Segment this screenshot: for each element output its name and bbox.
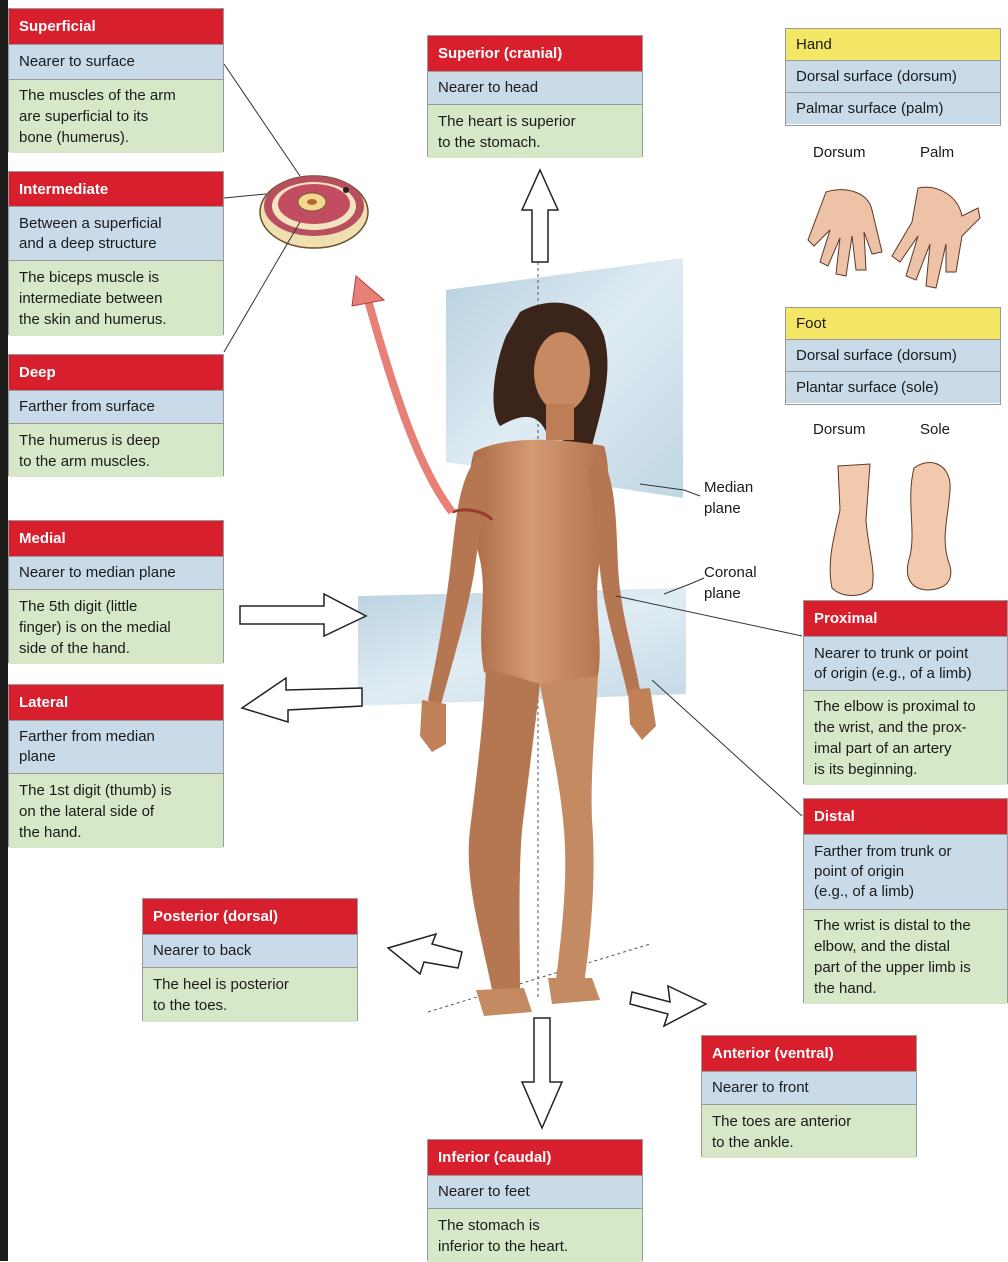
term-deep-title: Deep bbox=[9, 355, 223, 390]
term-posterior-title: Posterior (dorsal) bbox=[143, 899, 357, 934]
foot-sole-caption: Sole bbox=[920, 419, 950, 440]
term-inferior-definition: Nearer to feet bbox=[428, 1175, 642, 1208]
term-anterior-title: Anterior (ventral) bbox=[702, 1036, 916, 1071]
term-lateral-example: The 1st digit (thumb) is on the lateral … bbox=[9, 773, 223, 848]
hand-dorsum-figure bbox=[808, 190, 882, 276]
term-intermediate-definition: Between a superficial and a deep structu… bbox=[9, 206, 223, 260]
term-inferior-example: The stomach is inferior to the heart. bbox=[428, 1208, 642, 1262]
coronal-plane-label: Coronal plane bbox=[704, 562, 757, 604]
term-superficial-example: The muscles of the arm are superficial t… bbox=[9, 79, 223, 153]
term-deep: Deep Farther from surface The humerus is… bbox=[8, 354, 224, 476]
foot-dorsum-caption: Dorsum bbox=[813, 419, 866, 440]
term-medial: Medial Nearer to median plane The 5th di… bbox=[8, 520, 224, 663]
hand-palm-figure bbox=[892, 187, 980, 288]
term-medial-title: Medial bbox=[9, 521, 223, 556]
median-plane-label: Median plane bbox=[704, 477, 753, 519]
term-superior-example: The heart is superior to the stomach. bbox=[428, 104, 642, 158]
term-superficial-title: Superficial bbox=[9, 9, 223, 44]
term-medial-definition: Nearer to median plane bbox=[9, 556, 223, 589]
foot-dorsum-figure bbox=[830, 464, 873, 596]
hand-surfaces-table: Hand Dorsal surface (dorsum) Palmar surf… bbox=[785, 28, 1001, 126]
term-proximal-title: Proximal bbox=[804, 601, 1007, 636]
hand-title: Hand bbox=[786, 29, 1000, 60]
term-anterior: Anterior (ventral) Nearer to front The t… bbox=[701, 1035, 917, 1157]
term-superior-title: Superior (cranial) bbox=[428, 36, 642, 71]
foot-dorsal-row: Dorsal surface (dorsum) bbox=[786, 339, 1000, 371]
term-posterior: Posterior (dorsal) Nearer to back The he… bbox=[142, 898, 358, 1021]
term-anterior-example: The toes are anterior to the ankle. bbox=[702, 1104, 916, 1158]
term-lateral-definition: Farther from median plane bbox=[9, 720, 223, 773]
hand-dorsum-caption: Dorsum bbox=[813, 142, 866, 163]
hand-palm-caption: Palm bbox=[920, 142, 954, 163]
term-superior-definition: Nearer to head bbox=[428, 71, 642, 104]
term-anterior-definition: Nearer to front bbox=[702, 1071, 916, 1104]
hand-palmar-row: Palmar surface (palm) bbox=[786, 92, 1000, 124]
term-proximal-definition: Nearer to trunk or point of origin (e.g.… bbox=[804, 636, 1007, 690]
foot-sole-figure bbox=[907, 463, 950, 590]
term-distal-definition: Farther from trunk or point of origin (e… bbox=[804, 834, 1007, 909]
term-posterior-example: The heel is posterior to the toes. bbox=[143, 967, 357, 1022]
term-proximal: Proximal Nearer to trunk or point of ori… bbox=[803, 600, 1008, 784]
term-posterior-definition: Nearer to back bbox=[143, 934, 357, 967]
term-superficial: Superficial Nearer to surface The muscle… bbox=[8, 8, 224, 152]
term-medial-example: The 5th digit (little finger) is on the … bbox=[9, 589, 223, 664]
hand-dorsal-row: Dorsal surface (dorsum) bbox=[786, 60, 1000, 92]
term-inferior-title: Inferior (caudal) bbox=[428, 1140, 642, 1175]
term-intermediate-title: Intermediate bbox=[9, 172, 223, 206]
term-superficial-definition: Nearer to surface bbox=[9, 44, 223, 79]
term-lateral-title: Lateral bbox=[9, 685, 223, 720]
term-proximal-example: The elbow is proximal to the wrist, and … bbox=[804, 690, 1007, 785]
term-intermediate: Intermediate Between a superficial and a… bbox=[8, 171, 224, 335]
term-lateral: Lateral Farther from median plane The 1s… bbox=[8, 684, 224, 847]
term-distal-title: Distal bbox=[804, 799, 1007, 834]
term-superior: Superior (cranial) Nearer to head The he… bbox=[427, 35, 643, 157]
term-intermediate-example: The biceps muscle is intermediate betwee… bbox=[9, 260, 223, 336]
foot-plantar-row: Plantar surface (sole) bbox=[786, 371, 1000, 403]
term-inferior: Inferior (caudal) Nearer to feet The sto… bbox=[427, 1139, 643, 1261]
term-distal: Distal Farther from trunk or point of or… bbox=[803, 798, 1008, 1003]
term-deep-example: The humerus is deep to the arm muscles. bbox=[9, 423, 223, 477]
term-distal-example: The wrist is distal to the elbow, and th… bbox=[804, 909, 1007, 1004]
arm-cross-section bbox=[260, 176, 368, 248]
foot-title: Foot bbox=[786, 308, 1000, 339]
foot-surfaces-table: Foot Dorsal surface (dorsum) Plantar sur… bbox=[785, 307, 1001, 405]
term-deep-definition: Farther from surface bbox=[9, 390, 223, 423]
